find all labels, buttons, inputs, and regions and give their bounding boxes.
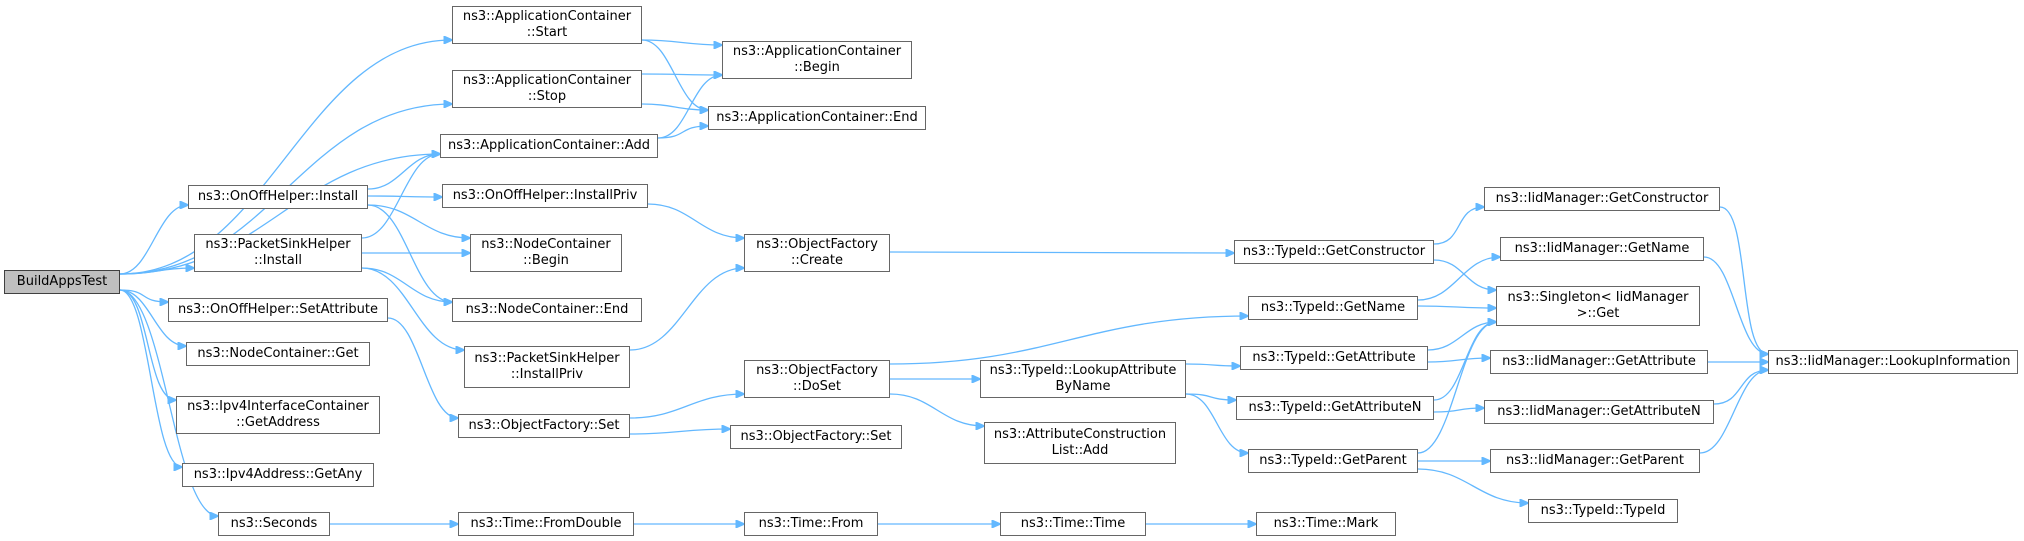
node-time-mark[interactable]: ns3::Time::Mark: [1256, 512, 1396, 536]
edge-ofSet1-to-ofDoSet: [629, 394, 744, 419]
node-node-container-get[interactable]: ns3::NodeContainer::Get: [186, 342, 370, 366]
edge-oohInstall-to-ncBegin: [367, 204, 470, 238]
node-typeid-get-attribute[interactable]: ns3::TypeId::GetAttribute: [1240, 346, 1428, 370]
node-seconds[interactable]: ns3::Seconds: [218, 512, 330, 536]
edge-pshInstall-to-ncEnd: [361, 267, 452, 302]
node-application-container-stop[interactable]: ns3::ApplicationContainer ::Stop: [452, 70, 642, 108]
node-typeid-get-parent[interactable]: ns3::TypeId::GetParent: [1248, 449, 1418, 473]
edge-build-to-seconds: [119, 289, 218, 516]
edge-pshInstallPriv-to-ofCreate: [629, 268, 744, 351]
node-attribute-construction-list-add[interactable]: ns3::AttributeConstruction List::Add: [984, 422, 1176, 464]
edge-acAdd-to-acEnd: [657, 126, 708, 139]
node-typeid-get-name[interactable]: ns3::TypeId::GetName: [1248, 296, 1418, 320]
edge-acStart-to-acBegin: [641, 39, 722, 45]
edge-acStop-to-acBegin: [641, 74, 722, 75]
edge-tidGetParent-to-singletonGet: [1417, 322, 1496, 454]
node-object-factory-create[interactable]: ns3::ObjectFactory ::Create: [744, 234, 890, 272]
edge-tidLookupAttr-to-tidGetAttribute: [1185, 364, 1240, 366]
node-onoff-helper-install[interactable]: ns3::OnOffHelper::Install: [188, 185, 368, 209]
node-onoff-helper-set-attribute[interactable]: ns3::OnOffHelper::SetAttribute: [168, 298, 388, 322]
node-object-factory-set-1[interactable]: ns3::ObjectFactory::Set: [458, 414, 630, 438]
edge-acAdd-to-acBegin: [657, 75, 722, 139]
node-ipv4-interface-container-get-address[interactable]: ns3::Ipv4InterfaceContainer ::GetAddress: [176, 396, 380, 434]
node-iidmanager-get-name[interactable]: ns3::IidManager::GetName: [1500, 237, 1704, 261]
node-iidmanager-get-parent[interactable]: ns3::IidManager::GetParent: [1490, 449, 1700, 473]
node-application-container-begin[interactable]: ns3::ApplicationContainer ::Begin: [722, 41, 912, 79]
edge-tidLookupAttr-to-tidGetParent: [1185, 393, 1248, 453]
edge-ofSet1-to-ofSet2: [629, 429, 730, 435]
node-node-container-begin[interactable]: ns3::NodeContainer ::Begin: [470, 234, 622, 272]
edge-imGetConstructor-to-imLookupInfo: [1719, 206, 1768, 354]
edge-oohInstall-to-acAdd: [367, 154, 440, 190]
node-time-time[interactable]: ns3::Time::Time: [1000, 512, 1146, 536]
node-ipv4-address-get-any[interactable]: ns3::Ipv4Address::GetAny: [182, 463, 374, 487]
node-typeid-lookup-attribute-by-name[interactable]: ns3::TypeId::LookupAttribute ByName: [980, 360, 1186, 398]
edge-build-to-acAdd: [119, 154, 440, 275]
edge-tidGetConstructor-to-singletonGet: [1433, 259, 1496, 290]
node-typeid-typeid[interactable]: ns3::TypeId::TypeId: [1528, 499, 1678, 523]
edge-oohInstallPriv-to-ofCreate: [647, 203, 744, 238]
node-object-factory-set-2[interactable]: ns3::ObjectFactory::Set: [730, 425, 902, 449]
edge-build-to-ipv4GetAny: [119, 289, 182, 467]
node-typeid-get-constructor[interactable]: ns3::TypeId::GetConstructor: [1234, 240, 1434, 264]
edge-tidGetConstructor-to-imGetConstructor: [1433, 207, 1484, 245]
node-typeid-get-attribute-n[interactable]: ns3::TypeId::GetAttributeN: [1236, 396, 1434, 420]
edge-imGetName-to-imLookupInfo: [1703, 256, 1768, 354]
node-iidmanager-lookup-information[interactable]: ns3::IidManager::LookupInformation: [1768, 350, 2018, 374]
node-application-container-start[interactable]: ns3::ApplicationContainer ::Start: [452, 6, 642, 44]
node-application-container-add[interactable]: ns3::ApplicationContainer::Add: [440, 134, 658, 158]
edge-imGetParent-to-imLookupInfo: [1699, 370, 1768, 454]
edge-build-to-pshInstall: [119, 268, 194, 275]
node-iidmanager-get-attribute[interactable]: ns3::IidManager::GetAttribute: [1490, 350, 1708, 374]
edge-imGetAttributeN-to-imLookupInfo: [1713, 370, 1768, 405]
edge-build-to-oohSetAttr: [119, 289, 168, 302]
edge-tidGetParent-to-tidTypeId: [1417, 468, 1528, 503]
edge-pshInstall-to-pshInstallPriv: [361, 267, 464, 350]
node-onoff-helper-install-priv[interactable]: ns3::OnOffHelper::InstallPriv: [442, 184, 648, 208]
edge-pshInstall-to-acAdd: [361, 154, 440, 239]
node-packet-sink-helper-install[interactable]: ns3::PacketSinkHelper ::Install: [194, 234, 362, 272]
node-packet-sink-helper-install-priv[interactable]: ns3::PacketSinkHelper ::InstallPriv: [464, 346, 630, 388]
edge-tidGetAttribute-to-imGetAttribute: [1427, 358, 1490, 363]
edge-build-to-ncGet: [119, 289, 186, 346]
edge-ofCreate-to-tidGetConstructor: [889, 252, 1234, 253]
edge-tidGetName-to-singletonGet: [1417, 306, 1496, 308]
node-object-factory-do-set[interactable]: ns3::ObjectFactory ::DoSet: [744, 360, 890, 398]
node-time-from-double[interactable]: ns3::Time::FromDouble: [458, 512, 634, 536]
edge-acStop-to-acEnd: [641, 103, 708, 110]
node-node-container-end[interactable]: ns3::NodeContainer::End: [452, 298, 642, 322]
edge-oohSetAttr-to-ofSet1: [387, 317, 458, 418]
node-iidmanager-get-attribute-n[interactable]: ns3::IidManager::GetAttributeN: [1484, 400, 1714, 424]
edge-tidLookupAttr-to-tidGetAttributeN: [1185, 393, 1236, 400]
node-application-container-end[interactable]: ns3::ApplicationContainer::End: [708, 106, 926, 130]
edge-build-to-oohInstall: [119, 205, 188, 275]
edge-ofDoSet-to-tidGetName: [889, 316, 1248, 365]
node-time-from[interactable]: ns3::Time::From: [744, 512, 878, 536]
edge-tidGetName-to-imGetName: [1417, 257, 1500, 301]
node-singleton-iidmanager-get[interactable]: ns3::Singleton< IidManager >::Get: [1496, 286, 1700, 326]
node-iidmanager-get-constructor[interactable]: ns3::IidManager::GetConstructor: [1484, 187, 1720, 211]
edge-ofDoSet-to-acListAdd: [889, 393, 984, 426]
edge-build-to-acStart: [119, 40, 452, 275]
edge-tidGetAttributeN-to-imGetAttributeN: [1433, 408, 1484, 413]
node-build-apps-test[interactable]: BuildAppsTest: [4, 270, 120, 294]
edge-oohInstall-to-oohInstallPriv: [367, 196, 442, 197]
